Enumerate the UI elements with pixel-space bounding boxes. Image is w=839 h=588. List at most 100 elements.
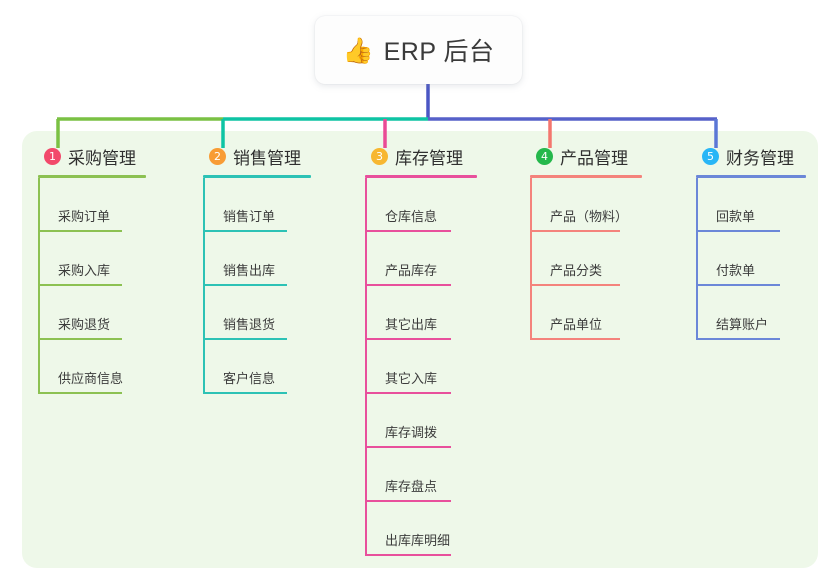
branch-header-5[interactable]: 5 财务管理	[696, 143, 806, 169]
leaf-item[interactable]: 采购订单	[38, 178, 146, 232]
leaf-item[interactable]: 采购入库	[38, 232, 146, 286]
branch-column-2: 2 销售管理销售订单销售出库销售退货客户信息	[203, 143, 311, 394]
branch-underline	[530, 175, 642, 178]
root-node-content: 👍 ERP 后台	[342, 32, 494, 68]
leaf-item[interactable]: 产品单位	[530, 286, 642, 340]
leaf-spine	[203, 178, 205, 394]
leaf-item[interactable]: 付款单	[696, 232, 806, 286]
leaf-item[interactable]: 供应商信息	[38, 340, 146, 394]
branch-header-1[interactable]: 1 采购管理	[38, 143, 146, 169]
leaf-item-underline	[696, 338, 780, 340]
leaf-item-label: 产品库存	[385, 263, 438, 278]
leaf-spine	[38, 178, 40, 394]
leaf-item[interactable]: 采购退货	[38, 286, 146, 340]
leaf-item[interactable]: 销售出库	[203, 232, 311, 286]
branch-title: 销售管理	[233, 148, 301, 168]
branch-number-badge: 1	[44, 147, 61, 165]
branch-column-3: 3 库存管理仓库信息产品库存其它出库其它入库库存调拨库存盘点出库库明细	[365, 143, 477, 556]
branch-number-badge: 5	[702, 147, 719, 165]
branch-underline	[696, 175, 806, 178]
leaf-item[interactable]: 其它出库	[365, 286, 477, 340]
branch-underline	[203, 175, 311, 178]
leaf-item[interactable]: 销售退货	[203, 286, 311, 340]
leaf-item[interactable]: 库存调拨	[365, 394, 477, 448]
leaf-item-label: 采购入库	[58, 263, 111, 278]
root-node-card[interactable]: 👍 ERP 后台	[315, 16, 522, 84]
leaf-item-underline	[530, 230, 620, 232]
branch-underline	[365, 175, 477, 178]
branch-title: 产品管理	[560, 148, 628, 168]
thumbs-up-icon: 👍	[342, 35, 374, 65]
leaf-list: 仓库信息产品库存其它出库其它入库库存调拨库存盘点出库库明细	[365, 178, 477, 556]
leaf-item-label: 采购订单	[58, 209, 111, 224]
branch-column-4: 4 产品管理产品（物料） 产品分类产品单位	[530, 143, 642, 340]
leaf-item-label: 产品单位	[550, 317, 603, 332]
leaf-item-label: 销售出库	[223, 263, 276, 278]
leaf-item-underline	[365, 284, 451, 286]
leaf-item-label: 结算账户	[716, 317, 769, 332]
diagram-panel	[22, 131, 818, 568]
branch-header-3[interactable]: 3 库存管理	[365, 143, 477, 169]
leaf-item-underline	[203, 230, 287, 232]
branch-header-4[interactable]: 4 产品管理	[530, 143, 642, 169]
leaf-item[interactable]: 回款单	[696, 178, 806, 232]
leaf-item-label: 其它入库	[385, 371, 438, 386]
leaf-item-label: 客户信息	[223, 371, 276, 386]
branch-column-1: 1 采购管理采购订单采购入库采购退货供应商信息	[38, 143, 146, 394]
leaf-item-label: 出库库明细	[385, 533, 451, 548]
branch-header-2[interactable]: 2 销售管理	[203, 143, 311, 169]
leaf-item-underline	[530, 338, 620, 340]
leaf-item-underline	[38, 392, 122, 394]
branch-column-5: 5 财务管理回款单付款单结算账户	[696, 143, 806, 340]
leaf-list: 产品（物料） 产品分类产品单位	[530, 178, 642, 340]
leaf-item-underline	[38, 338, 122, 340]
leaf-item-label: 其它出库	[385, 317, 438, 332]
leaf-item-underline	[365, 230, 451, 232]
leaf-list: 采购订单采购入库采购退货供应商信息	[38, 178, 146, 394]
leaf-list: 回款单付款单结算账户	[696, 178, 806, 340]
leaf-item[interactable]: 仓库信息	[365, 178, 477, 232]
leaf-item-label: 采购退货	[58, 317, 111, 332]
leaf-item[interactable]: 客户信息	[203, 340, 311, 394]
leaf-item-label: 销售退货	[223, 317, 276, 332]
leaf-list: 销售订单销售出库销售退货客户信息	[203, 178, 311, 394]
root-node-title: ERP 后台	[383, 38, 495, 66]
leaf-item-underline	[203, 392, 287, 394]
leaf-item-label: 回款单	[716, 209, 756, 224]
leaf-item[interactable]: 销售订单	[203, 178, 311, 232]
branch-title: 财务管理	[726, 148, 794, 168]
leaf-item-label: 仓库信息	[385, 209, 438, 224]
branch-title: 采购管理	[68, 148, 136, 168]
branch-number-badge: 2	[209, 147, 226, 165]
leaf-item-underline	[38, 284, 122, 286]
leaf-item-underline	[203, 338, 287, 340]
branch-title: 库存管理	[395, 148, 463, 168]
leaf-item-underline	[696, 284, 780, 286]
leaf-item[interactable]: 其它入库	[365, 340, 477, 394]
leaf-item-label: 库存调拨	[385, 425, 438, 440]
leaf-spine	[530, 178, 532, 340]
leaf-item-label: 付款单	[716, 263, 756, 278]
leaf-item-underline	[203, 284, 287, 286]
leaf-item-label: 产品分类	[550, 263, 603, 278]
leaf-item[interactable]: 产品（物料）	[530, 178, 642, 232]
leaf-item-underline	[530, 284, 620, 286]
leaf-item[interactable]: 结算账户	[696, 286, 806, 340]
leaf-item[interactable]: 库存盘点	[365, 448, 477, 502]
leaf-item-underline	[365, 338, 451, 340]
leaf-item[interactable]: 产品分类	[530, 232, 642, 286]
leaf-item[interactable]: 出库库明细	[365, 502, 477, 556]
branch-underline	[38, 175, 146, 178]
leaf-item-label: 销售订单	[223, 209, 276, 224]
branch-number-badge: 3	[371, 147, 388, 165]
leaf-item-label: 产品（物料）	[550, 209, 629, 224]
leaf-item-underline	[38, 230, 122, 232]
leaf-spine	[696, 178, 698, 340]
branch-number-badge: 4	[536, 147, 553, 165]
leaf-item-underline	[696, 230, 780, 232]
leaf-item-underline	[365, 446, 451, 448]
leaf-item-label: 库存盘点	[385, 479, 438, 494]
leaf-item-underline	[365, 392, 451, 394]
leaf-item[interactable]: 产品库存	[365, 232, 477, 286]
